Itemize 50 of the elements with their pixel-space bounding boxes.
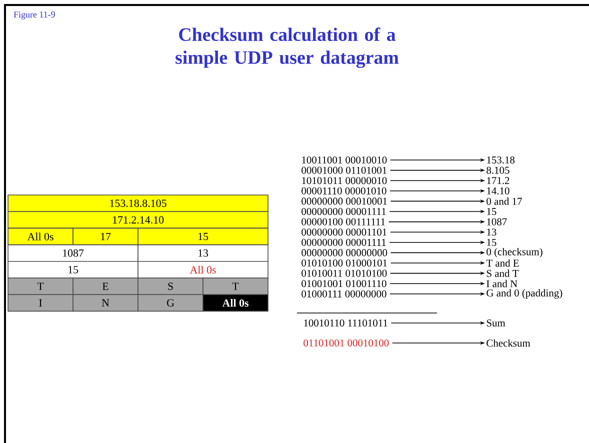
value-label: Sum [486,319,506,326]
table-cell: 15 [138,228,268,246]
value-label: 171.2 [487,177,510,184]
binary-number: 10101011 00000010 [302,177,387,184]
table-cell: All 0s [8,228,74,246]
table-cell: 1087 [8,244,138,262]
binary-number: 00000000 00000000 [302,249,388,256]
title: Checksum calculation of a simple UDP user datagram [176,28,399,68]
table-cell: 17 [72,228,138,246]
binary-number: 10011001 00010010 [302,156,387,164]
value-label: G and 0 (padding) [486,289,562,299]
value-label: 1087 [487,218,507,226]
table-cell: I [8,294,74,312]
table-cell: 15 [8,261,138,278]
binary-number: 10010110 11101011 [304,319,388,327]
table-cell: S [138,278,204,295]
binary-number: 01101001 00010100 [304,339,389,347]
binary-number: 01001001 01001110 [302,280,386,288]
value-label: 153.18 [487,156,515,164]
table-cell: All 0s [202,294,268,312]
table-cell: E [72,278,138,295]
binary-number: 01010100 01000101 [302,259,387,267]
binary-number: 01010011 01010100 [302,270,387,277]
value-label: T and E [486,259,519,267]
table-cell: N [72,294,138,312]
value-label: 0 (checksum) [486,248,542,258]
value-label: 15 [487,208,496,215]
value-label: 15 [487,238,496,246]
value-label: 14.10 [487,187,510,194]
binary-number: 00000000 00001111 [302,208,386,216]
value-label: S and T [486,270,519,277]
value-label: 13 [487,228,496,236]
binary-number: 00000000 00010001 [302,198,387,205]
table-cell: T [8,278,74,295]
value-label: 8.105 [486,166,510,174]
binary-number: 00000100 00111111 [302,218,385,226]
value-label: 0 and 17 [486,198,522,205]
table-cell: T [202,278,268,295]
binary-number: 00001110 00001010 [302,187,386,194]
binary-number: 00001000 01101001 [302,166,386,174]
table-cell: 13 [138,244,268,262]
table-cell: 153.18.8.105 [8,194,268,212]
value-label: I and N [486,280,518,288]
binary-number: 00000000 00001101 [302,228,386,236]
table-cell: All 0s [138,261,268,278]
value-label: Checksum [486,339,530,347]
binary-number: 00000000 00001111 [302,238,386,246]
figure-number: Figure 11-9 [14,12,55,20]
binary-number: 01000111 00000000 [302,290,386,298]
table-cell: G [138,294,204,312]
